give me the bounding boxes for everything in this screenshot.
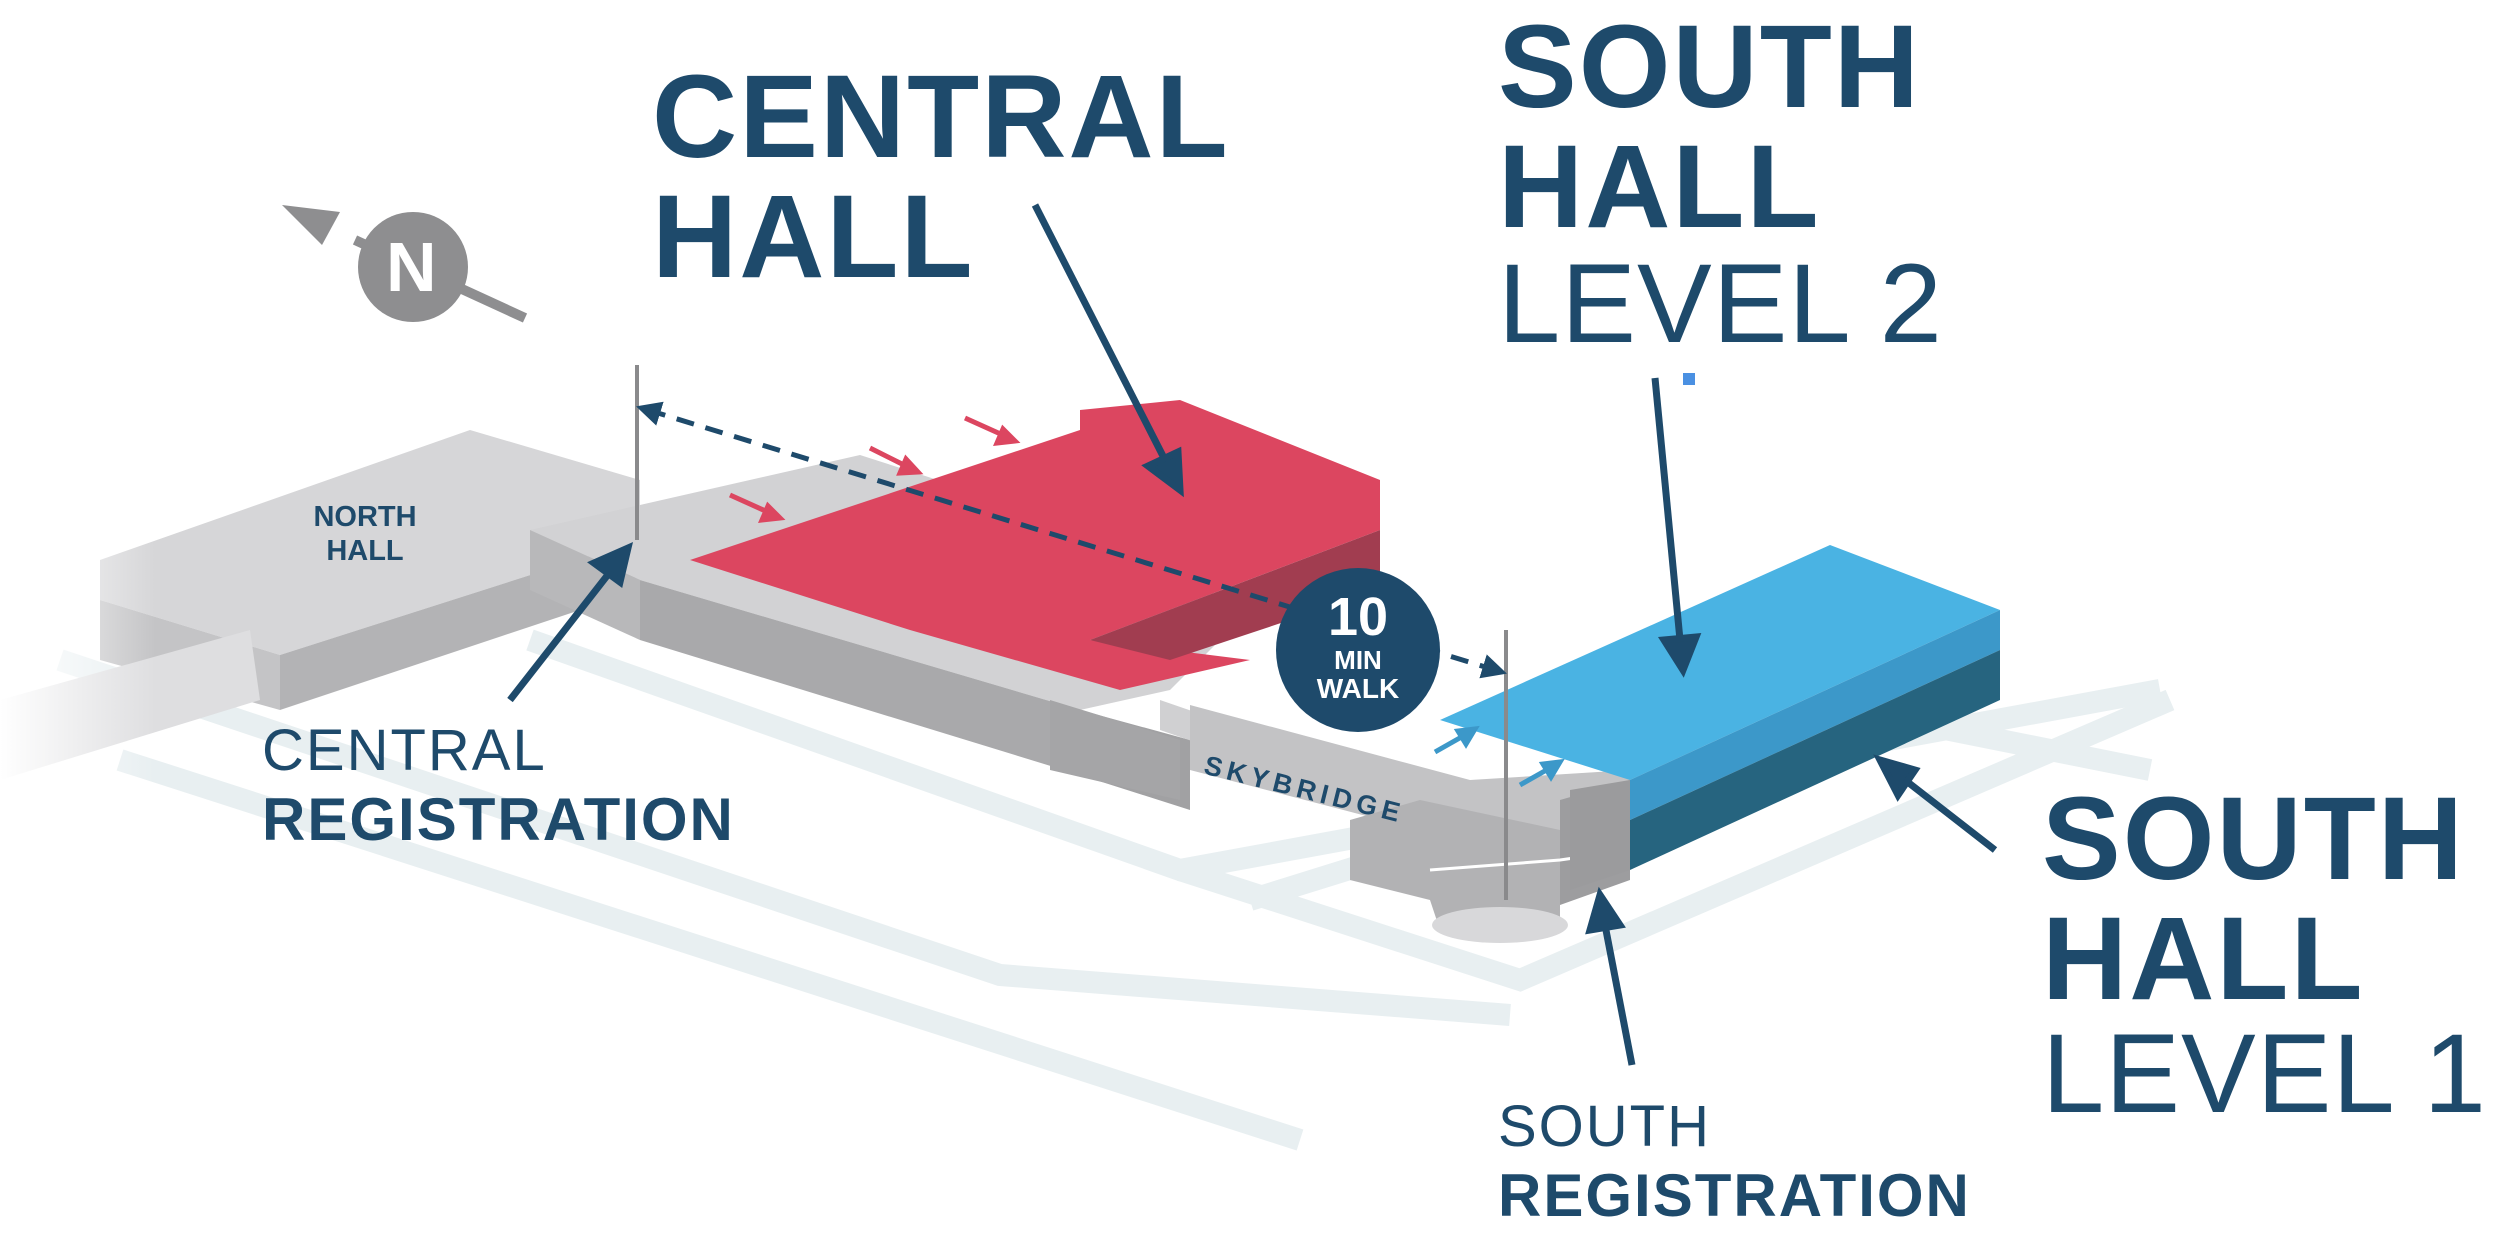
central-registration-line2: REGISTRATION [262, 786, 735, 853]
compass-north-icon [282, 205, 528, 323]
selection-handle [1683, 373, 1695, 385]
central-hall-title-line2: HALL [652, 171, 975, 303]
south-hall-l1-level: LEVEL 1 [2042, 1011, 2487, 1136]
south-hall-l2-line2: HALL [1498, 121, 1821, 253]
south-entrance-arrows [1433, 725, 1565, 788]
compass-letter: N [386, 228, 437, 306]
south-hall-l2-level: LEVEL 2 [1498, 241, 1943, 366]
walk-badge-min: MIN [1334, 645, 1382, 675]
north-hall-label-line2: HALL [326, 535, 404, 567]
walk-time-badge [1276, 568, 1440, 732]
south-registration-line2: REGISTRATION [1498, 1162, 1971, 1229]
south-hall-l1-line2: HALL [2042, 893, 2365, 1025]
callout-arrows [507, 203, 1998, 1066]
south-hall-building [1440, 545, 2000, 890]
south-registration-line1: SOUTH [1498, 1094, 1711, 1159]
central-registration-line1: CENTRAL [262, 718, 547, 783]
edge-fade [0, 500, 260, 860]
north-hall-label-line1: NORTH [313, 501, 417, 533]
south-hall-l2-line1: SOUTH [1498, 1, 1921, 133]
central-hall-title-line1: CENTRAL [652, 51, 1230, 183]
south-hall-l1-line1: SOUTH [2042, 773, 2465, 905]
walk-badge-walk: WALK [1316, 673, 1400, 704]
walk-badge-number: 10 [1327, 587, 1389, 647]
